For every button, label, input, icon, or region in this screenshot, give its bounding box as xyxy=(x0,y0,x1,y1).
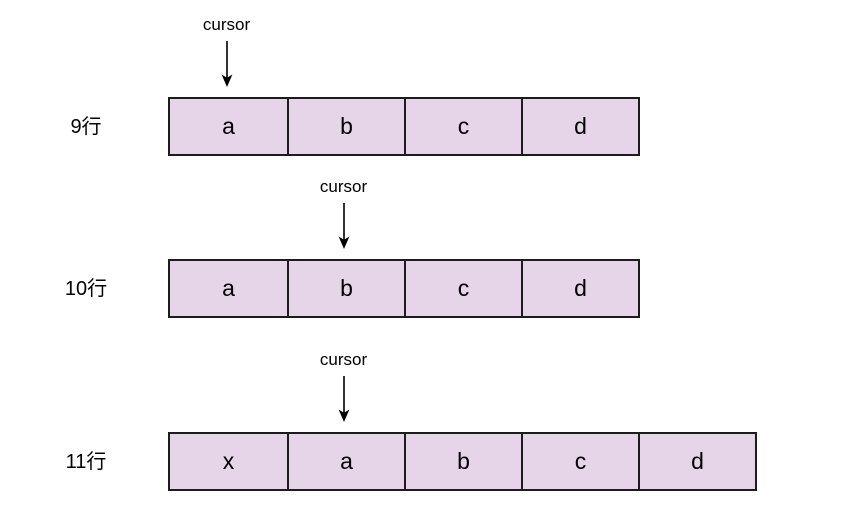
array-cell: c xyxy=(521,434,638,489)
arrow-down-icon xyxy=(338,203,349,249)
array-cell: b xyxy=(287,261,404,316)
array-cell: a xyxy=(287,434,404,489)
array-cell: b xyxy=(404,434,521,489)
array-cell: b xyxy=(287,99,404,154)
cursor-label: cursor xyxy=(319,350,368,369)
arrow-down-icon xyxy=(338,376,349,422)
arrow-down-icon xyxy=(221,41,232,87)
array-cell: a xyxy=(222,275,235,301)
row-label: 10行 xyxy=(64,277,108,300)
cursor-pointer: cursor xyxy=(182,15,272,87)
cursor-pointer: cursor xyxy=(299,350,389,422)
row-label: 11行 xyxy=(65,450,107,473)
array-cell: c xyxy=(404,99,521,154)
array-cell: d xyxy=(521,261,638,316)
cursor-pointer: cursor xyxy=(299,177,389,249)
array-cell: d xyxy=(521,99,638,154)
array-cell: c xyxy=(404,261,521,316)
cursor-label: cursor xyxy=(319,177,368,196)
array-cell: a xyxy=(222,113,235,139)
array-cell: x xyxy=(222,448,235,474)
array-cell: d xyxy=(638,434,755,489)
cursor-label: cursor xyxy=(202,15,251,34)
row-label: 9行 xyxy=(70,115,102,138)
